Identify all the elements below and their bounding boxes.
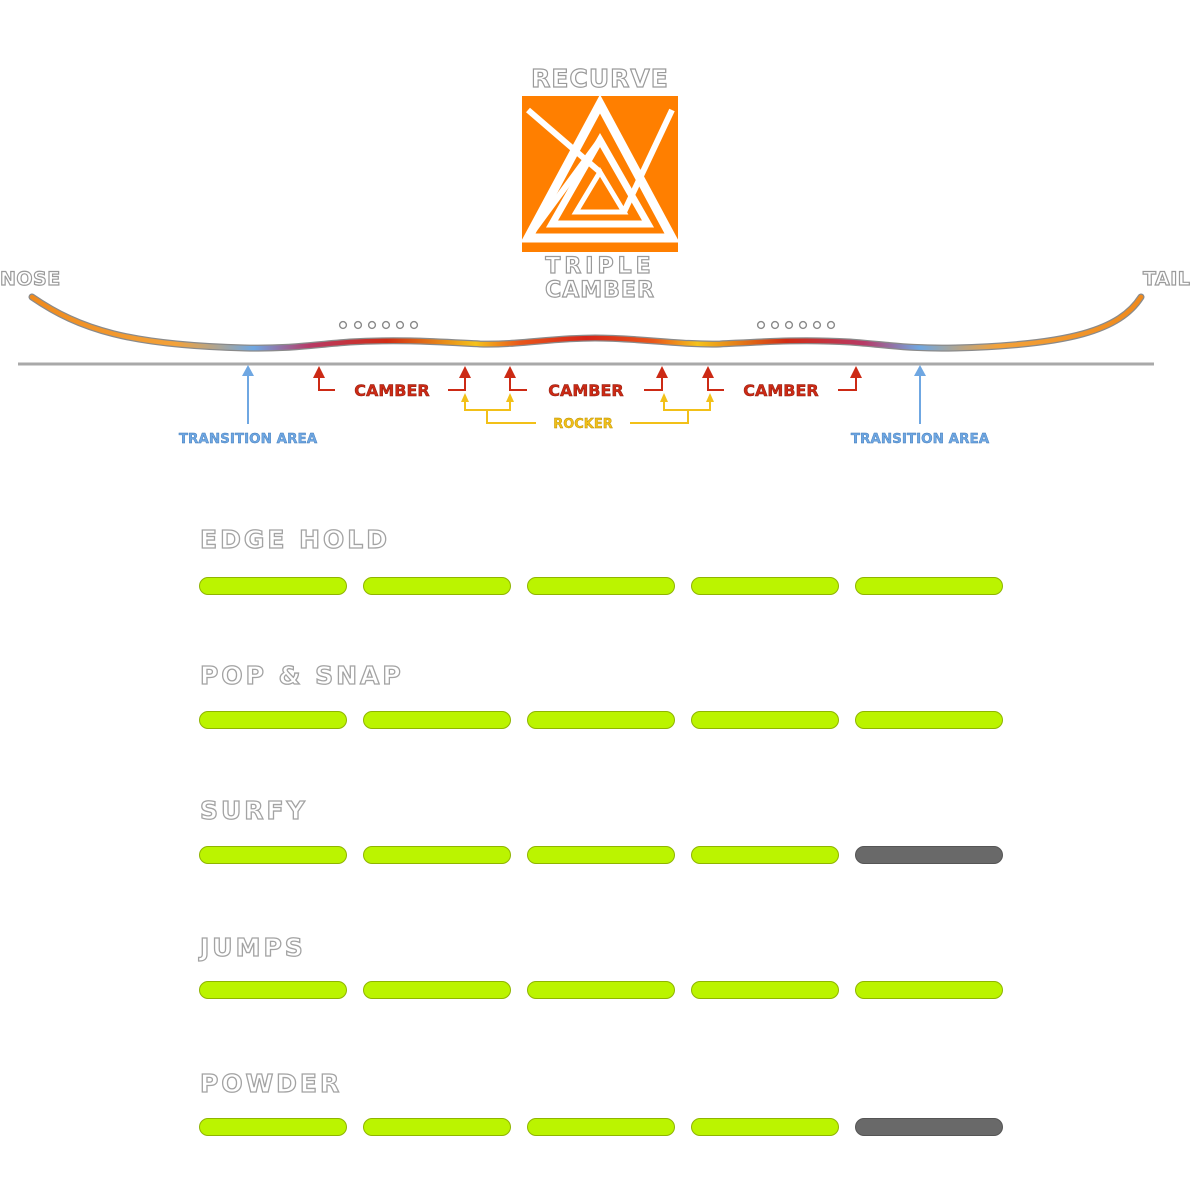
- rating-segment-filled: [363, 981, 511, 999]
- board-profile-fill: [29, 294, 1144, 351]
- camber-label-left: CAMBER: [354, 381, 430, 400]
- rating-bars-pop-snap: [199, 711, 1003, 729]
- binding-inserts-rear: [756, 320, 836, 330]
- board-profile-line: [28, 293, 1145, 352]
- rating-segment-filled: [855, 577, 1003, 595]
- camber-brackets: [318, 376, 857, 391]
- transition-arrows: [242, 365, 926, 424]
- camber-label-right: CAMBER: [743, 381, 819, 400]
- rating-segment-filled: [363, 711, 511, 729]
- rating-bars-edge-hold: [199, 577, 1003, 595]
- recurve-logo-emblem: [520, 94, 680, 252]
- rating-bars-surfy: [199, 846, 1003, 864]
- rating-segment-filled: [527, 1118, 675, 1136]
- logo-word-recurve: RECURVE: [531, 64, 669, 93]
- rating-segment-filled: [691, 1118, 839, 1136]
- rating-segment-filled: [855, 711, 1003, 729]
- rating-segment-filled: [691, 577, 839, 595]
- rating-segment-filled: [199, 846, 347, 864]
- rating-segment-filled: [527, 981, 675, 999]
- rocker-arrowheads: [461, 393, 714, 402]
- binding-inserts-front: [338, 320, 419, 330]
- rating-title-surfy: SURFY: [199, 796, 308, 825]
- rating-segment-filled: [363, 577, 511, 595]
- rocker-label: ROCKER: [553, 417, 613, 432]
- tail-label: TAIL: [1142, 267, 1191, 290]
- rating-segment-filled: [199, 981, 347, 999]
- transition-label-left: TRANSITION AREA: [179, 431, 318, 447]
- nose-label: NOSE: [0, 267, 61, 290]
- rating-segment-filled: [199, 711, 347, 729]
- rating-bars-powder: [199, 1118, 1003, 1136]
- rating-title-jumps: JUMPS: [199, 933, 306, 962]
- rating-segment-filled: [199, 1118, 347, 1136]
- camber-arrowheads: [313, 366, 862, 378]
- rating-segment-filled: [363, 846, 511, 864]
- rating-segment-filled: [363, 1118, 511, 1136]
- rating-bars-jumps: [199, 981, 1003, 999]
- rating-title-edge-hold: EDGE HOLD: [199, 525, 390, 554]
- rating-segment-filled: [691, 846, 839, 864]
- rating-title-powder: POWDER: [199, 1069, 343, 1098]
- rating-segment-filled: [691, 711, 839, 729]
- rating-segment-filled: [691, 981, 839, 999]
- rating-title-pop-snap: POP & SNAP: [199, 661, 404, 690]
- rating-segment-filled: [527, 711, 675, 729]
- transition-label-right: TRANSITION AREA: [851, 431, 990, 447]
- logo-word-triple: TRIPLE: [545, 254, 655, 279]
- logo-word-camber: CAMBER: [544, 278, 655, 303]
- rating-segment-filled: [527, 577, 675, 595]
- rating-segment-empty: [855, 846, 1003, 864]
- rating-segment-filled: [855, 981, 1003, 999]
- rocker-brackets: [464, 400, 711, 424]
- camber-label-center: CAMBER: [548, 381, 624, 400]
- board-profile-diagram: CAMBER CAMBER CAMBER ROCKER TRANSITION A…: [18, 94, 1154, 447]
- rating-segment-filled: [527, 846, 675, 864]
- rating-segment-filled: [199, 577, 347, 595]
- rating-segment-empty: [855, 1118, 1003, 1136]
